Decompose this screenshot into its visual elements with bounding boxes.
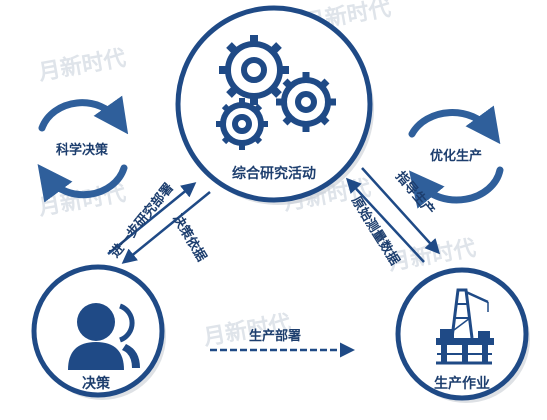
arrow-decision-to-research xyxy=(107,182,197,255)
node-research: 综合研究活动 xyxy=(175,5,374,205)
people-icon xyxy=(68,303,140,370)
arrow-research-to-decision xyxy=(121,191,211,264)
arrow-research-to-production xyxy=(361,167,441,255)
loop-optimize-production: 优化生产 xyxy=(408,105,504,209)
loop-arc-bottom xyxy=(408,166,504,209)
loop-science-decision: 科学决策 xyxy=(37,95,129,203)
node-ring xyxy=(175,5,373,203)
node-decision: 决策 xyxy=(31,264,166,400)
flow-label-research-to-decision: 决策依据 xyxy=(169,212,210,265)
node-ring xyxy=(395,267,529,401)
node-label: 综合研究活动 xyxy=(232,165,316,182)
oil-platform-icon xyxy=(436,288,494,365)
gears-icon xyxy=(216,35,336,150)
loop-label: 科学决策 xyxy=(56,142,109,158)
loop-arc-bottom xyxy=(37,163,128,203)
arrow-decision-to-production-group: 生产部署 xyxy=(210,328,355,358)
node-label: 生产作业 xyxy=(434,375,490,392)
node-production: 生产作业 xyxy=(395,267,530,403)
flow-label-decision-to-production: 生产部署 xyxy=(249,328,301,344)
arrow-production-to-research xyxy=(345,177,425,263)
loop-arc-top xyxy=(38,95,129,135)
node-label: 决策 xyxy=(82,375,111,392)
loop-label: 优化生产 xyxy=(430,148,482,164)
watermark: 月新时代 xyxy=(36,45,128,86)
loop-arc-top xyxy=(408,105,501,145)
